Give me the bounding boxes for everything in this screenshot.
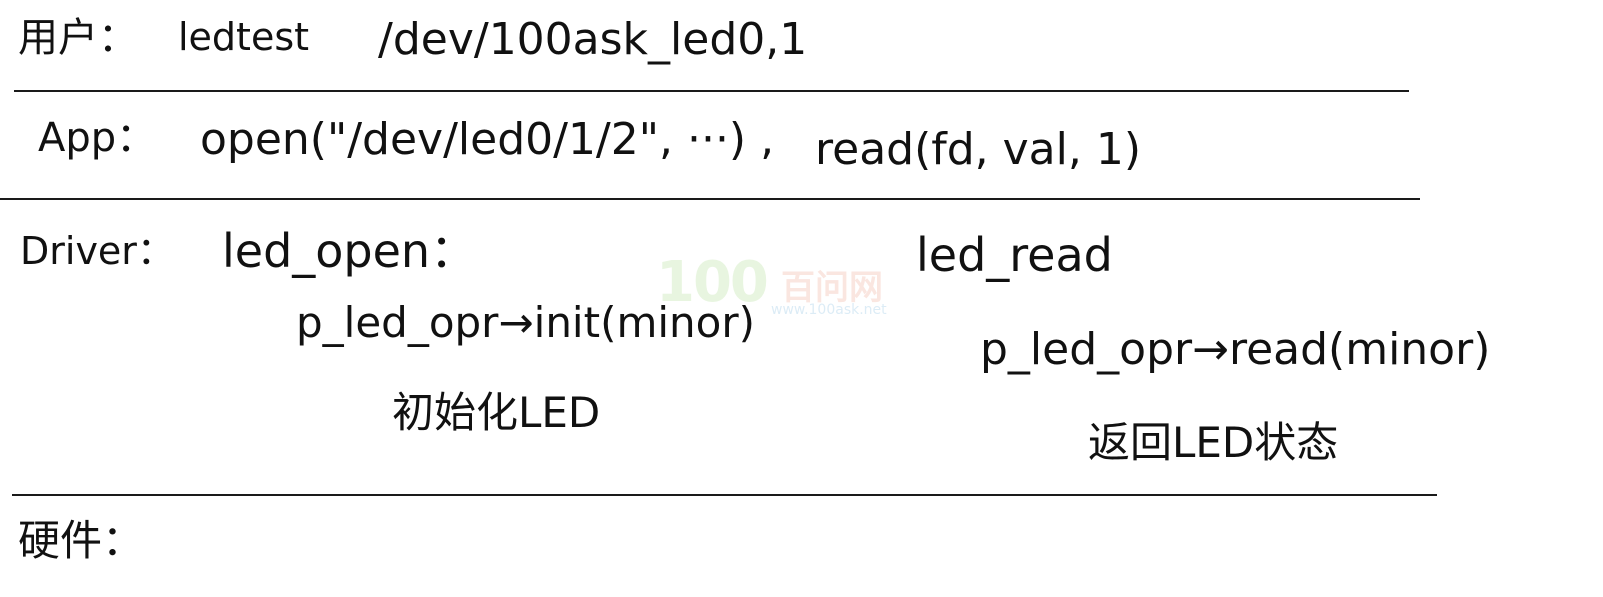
- divider-driver-hardware: [12, 494, 1437, 496]
- divider-app-driver: [0, 198, 1420, 200]
- driver-open-note: 初始化LED: [392, 388, 601, 437]
- app-label: App：: [38, 115, 157, 161]
- user-args: /dev/100ask_led0,1: [378, 14, 808, 65]
- user-command: ledtest: [178, 15, 310, 59]
- driver-read-call: p_led_opr→read(minor): [980, 324, 1491, 375]
- user-label: 用户：: [18, 15, 138, 61]
- driver-open-func: led_open：: [222, 224, 477, 278]
- app-open-call: open("/dev/led0/1/2", ···) ,: [200, 114, 775, 165]
- driver-read-func: led_read: [916, 228, 1113, 282]
- driver-read-note: 返回LED状态: [1088, 418, 1339, 467]
- driver-open-call: p_led_opr→init(minor): [296, 298, 756, 347]
- app-read-call: read(fd, val, 1): [815, 124, 1142, 175]
- hardware-label: 硬件：: [18, 516, 145, 565]
- watermark-number: 100: [656, 250, 769, 315]
- watermark-url: www.100ask.net: [771, 302, 887, 318]
- watermark: 100 百问网 www.100ask.net: [656, 250, 916, 330]
- driver-label: Driver：: [20, 229, 175, 273]
- divider-user-app: [14, 90, 1409, 92]
- watermark-brand: 百问网: [781, 268, 883, 308]
